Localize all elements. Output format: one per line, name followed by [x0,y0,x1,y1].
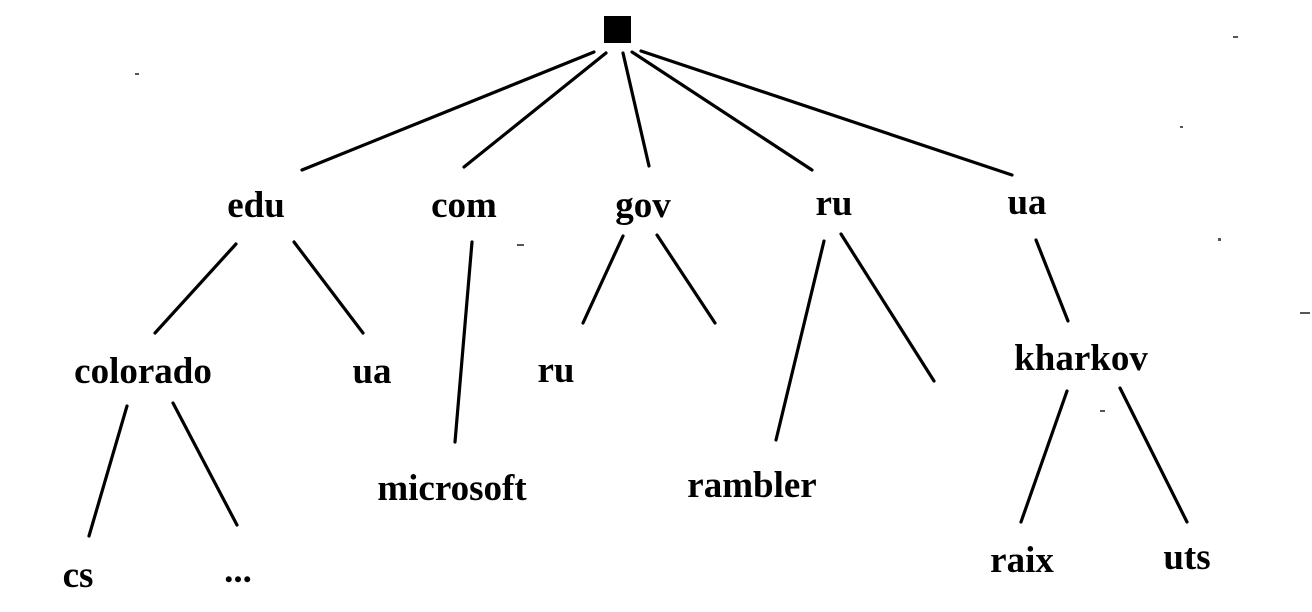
node-colorado: colorado [74,351,212,392]
node-ua: ua [1007,182,1046,223]
node-ru: ru [816,183,853,224]
edge-root-ru [630,50,814,172]
scan-speck [1300,312,1310,314]
edge-gov-ru [581,234,625,325]
edge-ru-rambler [774,239,826,442]
node-kharkov: kharkov [1014,338,1148,379]
edge-ua-kharkov [1034,238,1070,323]
edge-edu-ua [292,240,365,335]
edge-kharkov-uts [1118,386,1189,524]
edge-com-microsoft [453,240,474,444]
root-edges [300,49,1014,177]
scan-speck [1218,238,1221,241]
node-raix: raix [990,540,1054,581]
node-rambler: rambler [687,465,816,506]
node-edu: edu [227,185,285,226]
edge-root-edu [300,50,596,172]
edge-colorado-cs [87,404,129,538]
edge-gov-unnamed [655,233,717,325]
scan-speck [1233,36,1238,38]
node-microsoft: microsoft [377,468,527,509]
edge-root-gov [621,51,651,168]
node-gov-ru: ru [538,350,575,391]
node-colorado-more: ... [224,550,252,591]
scan-specks [135,36,1310,412]
scan-speck [135,73,139,75]
edge-root-com [462,51,608,169]
edge-ru-unnamed [839,232,936,383]
edge-kharkov-raix [1019,389,1069,524]
root-node [604,16,631,43]
node-uts: uts [1163,537,1210,578]
scan-speck [1180,126,1183,128]
scan-speck [517,244,524,246]
level2-edges [87,386,1189,538]
scan-speck [1100,410,1105,412]
edge-edu-colorado [153,242,238,335]
level1-edges [153,232,1070,444]
node-com: com [431,185,497,226]
node-gov: gov [615,185,671,226]
node-edu-ua: ua [352,351,391,392]
edge-root-ua [639,49,1014,177]
edge-colorado-more [171,401,239,527]
node-cs: cs [63,555,94,596]
